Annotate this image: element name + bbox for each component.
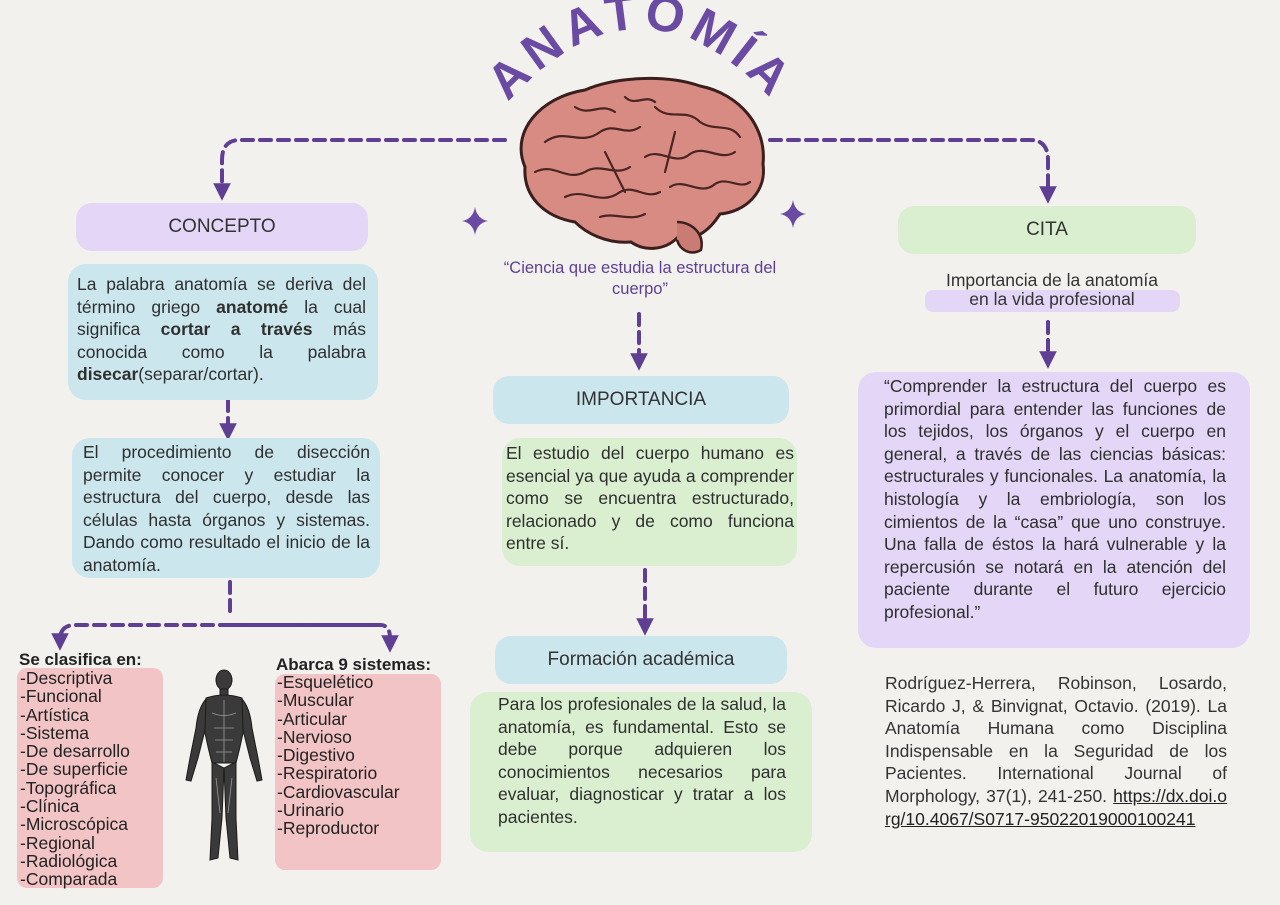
human-muscle-figure-illustration (185, 669, 263, 861)
list-item: -Descriptiva (20, 668, 113, 688)
arrow-to-classify (51, 623, 377, 651)
cita-subtitle: Importancia de la anatomía en la vida pr… (900, 271, 1204, 309)
list-item: -Comparada (20, 869, 118, 890)
list-item: -Urinario (277, 800, 345, 821)
reference-link[interactable]: https://dx.doi.org/10.4067/S0717-9502201… (885, 785, 1227, 829)
list-item: -Artística (20, 704, 90, 725)
list-item: -Articular (277, 708, 348, 729)
classify-list: -Descriptiva-Funcional-Artística-Sistema… (20, 669, 130, 889)
reference-text: Rodríguez-Herrera, Robinson, Losardo, Ri… (885, 673, 1227, 806)
list-item: -Muscular (277, 690, 354, 711)
academic-box: Para los profesionales de la salud, la a… (470, 692, 812, 852)
list-item: -Microscópica (20, 814, 128, 835)
sparkle-icon (780, 200, 806, 228)
list-item: -Sistema (20, 722, 90, 743)
classify-box (17, 668, 163, 888)
cita-reference: Rodríguez-Herrera, Robinson, Losardo, Ri… (885, 672, 1227, 830)
etymology-text-3: más conocida como la palabra (77, 319, 366, 362)
cita-quote-box: “Comprender la estructura del cuerpo es … (858, 372, 1250, 648)
etymology-term-cortar: cortar a través (160, 319, 313, 340)
list-item: -Respiratorio (277, 763, 378, 784)
arrow-to-systems (228, 623, 399, 653)
list-item: -Funcional (20, 686, 102, 707)
definition-text: “Ciencia que estudia la estructura del c… (503, 259, 777, 298)
cita-header: CITA (898, 206, 1196, 254)
importance-box: El estudio del cuerpo humano es esencial… (502, 438, 797, 566)
cita-subtitle-line-1: Importancia de la anatomía (945, 270, 1159, 290)
cita-subtitle-highlight (925, 290, 1180, 312)
list-item: -Nervioso (277, 726, 352, 747)
concept-procedure-box: El procedimiento de disección permite co… (72, 438, 380, 578)
etymology-text-1: La palabra anatomía se deriva del términ… (77, 274, 366, 317)
concept-header: CONCEPTO (76, 203, 368, 251)
importance-header: IMPORTANCIA (493, 376, 789, 424)
list-item: -Regional (20, 832, 95, 853)
list-item: -Topográfica (20, 777, 117, 798)
arrow-to-concept (213, 138, 507, 201)
list-item: -Reproductor (277, 818, 380, 839)
list-item: -Clínica (20, 796, 80, 817)
sparkle-icon (462, 207, 488, 235)
list-item: -Radiológica (20, 850, 118, 871)
arrow-to-cita (768, 138, 1057, 204)
systems-box (275, 674, 441, 870)
systems-list: -Esquelético-Muscular-Articular-Nervioso… (277, 673, 400, 838)
etymology-text-2: la cual significa (77, 296, 366, 340)
concept-etymology-box: La palabra anatomía se deriva del términ… (68, 264, 378, 400)
etymology-term-disecar: disecar (77, 364, 139, 385)
classify-header: Se clasifica en: (19, 650, 142, 669)
systems-header: Abarca 9 sistemas: (276, 655, 431, 674)
list-item: -Esquelético (277, 672, 374, 692)
etymology-term-anatome: anatomé (216, 296, 289, 317)
list-item: -De desarrollo (20, 741, 130, 762)
list-item: -De superficie (20, 759, 128, 780)
brain-illustration (519, 76, 765, 254)
list-item: -Digestivo (277, 745, 355, 766)
cita-subtitle-line-2: en la vida profesional (969, 289, 1135, 309)
list-item: -Cardiovascular (277, 781, 400, 802)
etymology-text-4: (separar/cortar). (138, 364, 264, 385)
academic-header: Formación académica (495, 636, 787, 684)
